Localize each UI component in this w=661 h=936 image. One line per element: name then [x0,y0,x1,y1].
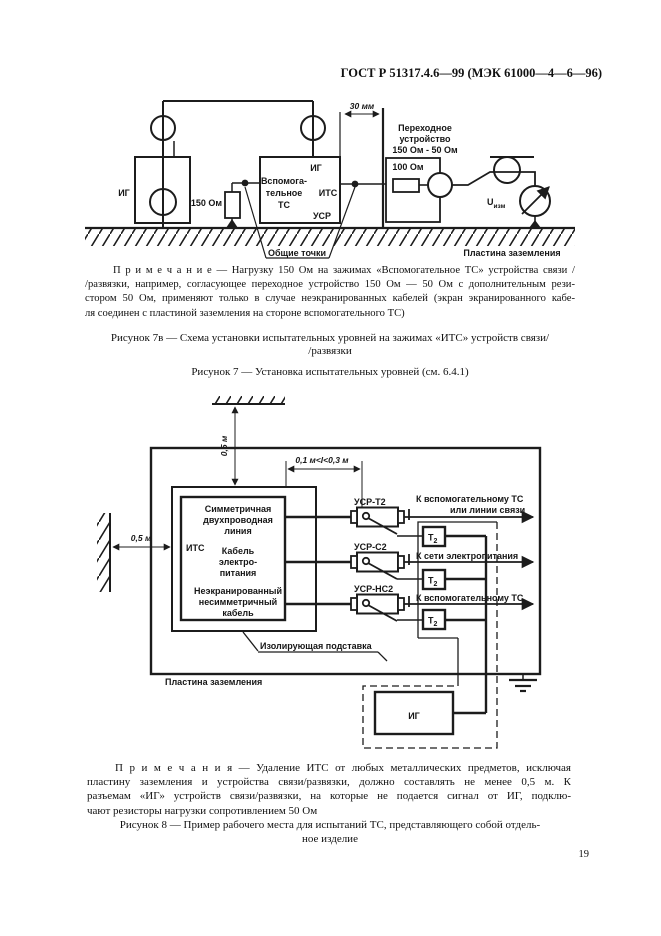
ceiling-wall-hatch [212,396,285,405]
note-line: ля соединен с пластиной заземления на ст… [85,307,405,319]
note-line: чают резисторы нагрузки сопротивлением 5… [87,804,318,817]
coupling-transformer-icon [427,172,453,198]
t2-label: Т2 [428,576,438,589]
cdn-usr-t2-label: УСР-Т2 [354,497,386,507]
cdn-usr-c2-label: УСР-С2 [354,542,387,552]
figure-8-note: П р и м е ч а н и я — Удаление ИТС от лю… [87,761,571,818]
cdn-usr-ns2-label: УСР-НС2 [354,584,393,594]
common-points-callout: Общие точки [244,186,356,259]
terminal-ig-label: ИГ [310,163,322,173]
note-line: разъемам «ИГ» устройств связи/развязки, … [87,790,571,803]
transition-device: Переходное устройство 150 Ом - 50 Ом 100… [340,123,458,223]
cable-label: электро- [219,557,257,567]
transition-label-3: 150 Ом - 50 Ом [392,145,458,155]
dimension-length-label: 0,1 м<l<0,3 м [295,455,349,465]
transition-label-1: Переходное [398,123,452,133]
left-wall-hatch [97,513,111,592]
cdn-usr-ns2: УСР-НС2 [350,584,535,622]
figure-8-caption: Рисунок 8 — Пример рабочего места для ис… [85,818,575,846]
t2-label: Т2 [428,533,438,546]
transition-label-2: устройство [399,134,451,144]
terminator-t2-box [421,568,447,591]
cable-label: несимметричный [199,597,277,607]
insulating-support-callout: Изолирующая подставка [242,631,388,662]
cable-label: линия [224,526,251,536]
caption-line: ное изделие [302,833,358,845]
cdn-usr-t2: УСР-Т2 [350,497,535,535]
caption-line: Рисунок 8 — Пример рабочего места для ис… [119,819,541,831]
cable-label: Кабель [222,546,255,556]
resistor-100-icon [392,178,420,193]
earth-ground-icon [509,674,537,693]
figure-7-caption: Рисунок 7 — Установка испытательных уров… [191,366,469,378]
eut-block: ИТС Симметричная двухпроводная линия Каб… [171,486,317,632]
gost-header: ГОСТ Р 51317.4.6—99 (МЭК 61000—4—6—96) [340,66,602,80]
figure-8-diagram: 0,5 м 0,1 м<l<0,3 м 0,5 м ИТС Симметричн… [97,396,542,749]
generator-label: ИГ [118,188,130,198]
note-line: стором 50 Ом, применяют только в случае … [85,293,575,305]
generator-unit: ИГ [118,100,326,228]
generator-label: ИГ [408,711,420,721]
eut-box [179,495,287,622]
common-point-dot [351,180,359,188]
common-point-dot [241,179,249,187]
resistor-100-label: 100 Ом [392,162,424,172]
current-probe-icon [149,188,177,216]
dimension-30mm-label: 30 мм [350,101,375,111]
dimension-05m-horizontal: 0,5 м [112,533,171,551]
ground-plane-area [149,446,542,676]
caption-line: Рисунок 7в — Схема установки испытательн… [110,332,550,344]
injection-clamp-icon [150,115,176,141]
to-aux-ts-2-label: К вспомогательному ТС [416,593,524,603]
cables [285,515,352,606]
termination-network: Т2 Т2 Т2 [362,521,498,749]
injection-clamp-icon [300,115,326,141]
eut-label: ИТС [186,543,205,553]
cable-label: Неэкранированный [194,586,282,596]
cable-label: кабель [222,608,254,618]
aux-ts-label-1: Вспомога- [261,176,307,186]
cable-label: двухпроводная [203,515,273,525]
aux-ts-label-3: ТС [278,200,290,210]
page-number: 19 [578,849,590,860]
cable-label: питания [220,568,257,578]
resistor-150-label: 150 Ом [191,198,223,208]
figure-7v-caption: Рисунок 7в — Схема установки испытательн… [85,332,575,357]
terminal-its-label: ИТС [319,188,338,198]
voltmeter-label: Uизм [487,197,506,210]
generator-box: ИГ [373,690,455,736]
ground-plane-label: Пластина заземления [165,677,262,687]
to-mains-label: К сети электропитания [416,551,518,561]
aux-ts-label-2: тельное [266,188,303,198]
note-line: /развязки, например, согласующее переход… [85,279,575,291]
caption-line: /развязки [308,344,352,357]
t2-label: Т2 [428,616,438,629]
dimension-05m-h-label: 0,5 м [131,533,152,543]
measuring-clamp-icon [493,156,521,184]
insulating-support-label: Изолирующая подставка [260,641,373,651]
to-comm-line-label: или линии связи [450,505,525,515]
cdn-usr-c2: УСР-С2 [350,542,535,580]
terminator-t2-box [421,608,447,631]
common-points-label: Общие точки [268,248,326,258]
to-aux-ts-label: К вспомогательному ТС [416,494,524,504]
resistor-150-icon [224,191,241,219]
aux-ts-box: Вспомога- тельное ТС ИГ ИТС УСР [259,156,341,224]
resistor-150-branch: 150 Ом [191,179,260,228]
terminator-t2-box [421,525,447,548]
terminal-usr-label: УСР [313,211,331,221]
dimension-30mm: 30 мм [339,101,385,228]
figure-7v-note: П р и м е ч а н и е — Нагрузку 150 Ом на… [85,264,575,321]
figure-7v-diagram: ИГ Вспомога- тельное ТС ИГ ИТС УСР 150 О… [85,100,575,259]
note-line: П р и м е ч а н и я — Удаление ИТС от лю… [115,762,571,774]
dimension-05m-v-label: 0,5 м [219,435,229,456]
cable-label: Симметричная [205,504,272,514]
note-line: пластину заземления и устройства связи/р… [87,776,571,789]
dimension-05m-vertical: 0,5 м [219,406,239,486]
note-line: П р и м е ч а н и е — Нагрузку 150 Ом на… [113,265,575,276]
measuring-branch: Uизм [452,156,551,228]
ground-plane-hatch [85,226,575,246]
ground-plane-label: Пластина заземления [463,248,560,258]
